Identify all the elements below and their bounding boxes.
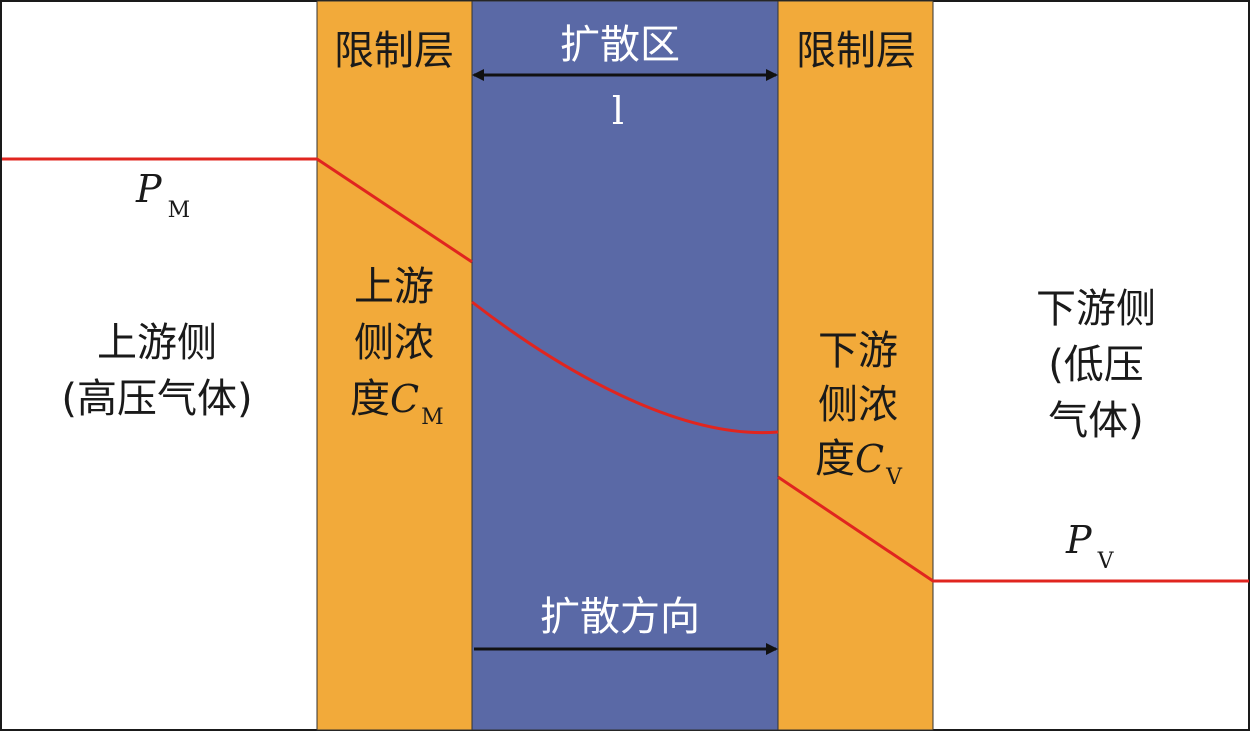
upstream-side-label: 上游侧 bbox=[97, 320, 217, 366]
left-restriction-layer bbox=[316, 0, 473, 731]
downstream-conc-line3: 度CV bbox=[815, 436, 903, 490]
diffusion-title: 扩散区 bbox=[560, 22, 680, 68]
downstream-side-sublabel-1: (低压 bbox=[1048, 342, 1144, 388]
upstream-conc-line3: 度CM bbox=[350, 376, 444, 430]
right-restriction-layer bbox=[777, 0, 934, 731]
downstream-side-label: 下游侧 bbox=[1036, 286, 1156, 332]
diffusion-profile-curve bbox=[471, 300, 779, 435]
diffusion-direction-label: 扩散方向 bbox=[540, 594, 700, 640]
downstream-profile-line bbox=[777, 475, 1249, 583]
downstream-side-sublabel-2: 气体) bbox=[1048, 398, 1144, 444]
upstream-conc-line1: 上游 bbox=[354, 264, 434, 310]
upstream-profile-line bbox=[2, 157, 473, 264]
upstream-conc-line2: 侧浓 bbox=[354, 320, 434, 366]
downstream-conc-line2: 侧浓 bbox=[818, 382, 898, 428]
diffusion-zone bbox=[471, 0, 779, 731]
upstream-side-sublabel: (高压气体) bbox=[61, 376, 252, 422]
diffusion-length-label: l bbox=[612, 89, 624, 133]
left-layer-title: 限制层 bbox=[334, 28, 454, 74]
right-layer-title: 限制层 bbox=[796, 28, 916, 74]
downstream-conc-line1: 下游 bbox=[818, 328, 898, 374]
